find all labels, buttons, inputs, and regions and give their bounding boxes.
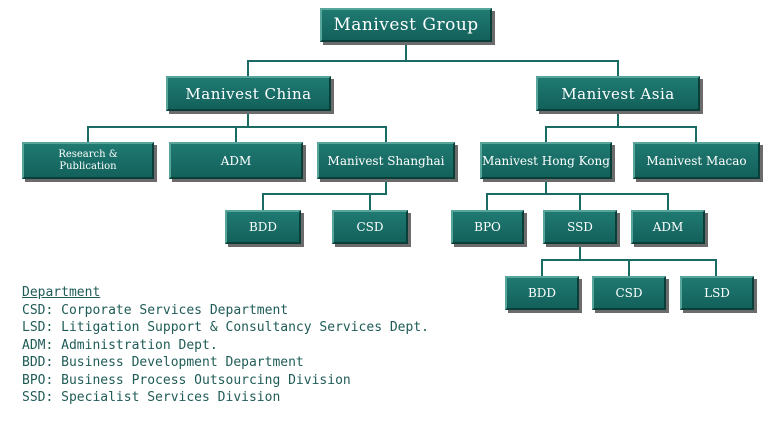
legend-item-lsd: LSD: Litigation Support & Consultancy Se… — [22, 320, 429, 335]
legend-title: Department — [22, 285, 101, 300]
legend-item-bdd: BDD: Business Development Department — [22, 355, 304, 370]
node-ssd-csd: CSD — [592, 276, 666, 310]
node-manivest-shanghai: Manivest Shanghai — [317, 142, 455, 179]
node-manivest-group: Manivest Group — [320, 8, 492, 42]
node-hk-adm: ADM — [631, 210, 705, 244]
node-hk-bpo: BPO — [451, 210, 524, 244]
legend-item-adm: ADM: Administration Dept. — [22, 337, 218, 353]
legend-item-bpo: BPO: Business Process Outsourcing Divisi… — [22, 372, 351, 388]
node-manivest-hong-kong: Manivest Hong Kong — [480, 142, 612, 179]
node-hk-ssd: SSD — [543, 210, 617, 244]
node-manivest-macao: Manivest Macao — [633, 142, 760, 179]
node-research-publication: Research & Publication — [22, 142, 154, 179]
legend-item-csd: CSD: Corporate Services Department — [22, 302, 289, 318]
legend-item-ssd: SSD: Specialist Services Division — [22, 390, 281, 405]
node-ssd-bdd: BDD — [505, 276, 579, 310]
node-china-adm: ADM — [169, 142, 303, 179]
node-shanghai-bdd: BDD — [225, 210, 301, 244]
node-manivest-asia: Manivest Asia — [536, 76, 700, 111]
node-ssd-lsd: LSD — [680, 276, 754, 310]
department-legend: Department CSD: Corporate Services Depar… — [22, 284, 429, 407]
node-shanghai-csd: CSD — [332, 210, 408, 244]
node-manivest-china: Manivest China — [166, 76, 331, 111]
